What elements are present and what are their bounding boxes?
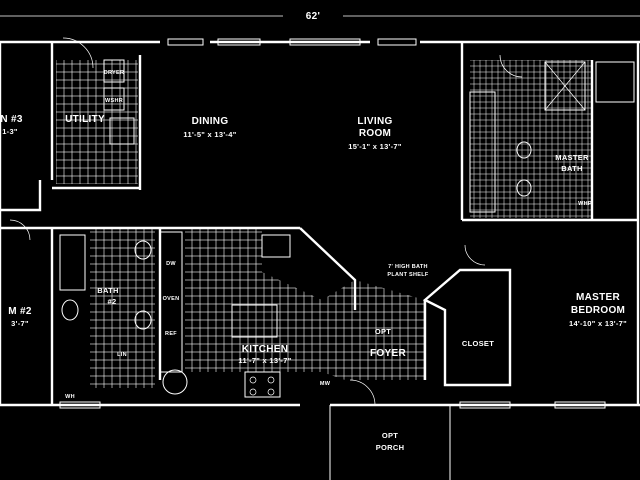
svg-text:11'-5" x 13'-4": 11'-5" x 13'-4" — [183, 130, 236, 139]
interior-walls — [0, 42, 638, 405]
svg-text:CLOSET: CLOSET — [462, 339, 494, 348]
room-label-dining: DINING 11'-5" x 13'-4" — [183, 116, 236, 139]
overall-dimension: 62' — [0, 11, 640, 22]
appliance-tags: DRYER WSHR DW REF OVEN LIN WH MW WHP — [65, 70, 592, 400]
bath2-tile — [90, 228, 155, 388]
room-label-utility: UTILITY — [65, 114, 105, 125]
svg-text:DW: DW — [166, 261, 176, 267]
svg-text:15'-1" x 13'-7": 15'-1" x 13'-7" — [348, 142, 402, 151]
foyer-tile — [322, 280, 425, 380]
svg-text:11'-7" x 13'-7": 11'-7" x 13'-7" — [238, 356, 291, 365]
kitchen-tile — [185, 228, 322, 372]
room-label-closet: CLOSET — [462, 339, 494, 348]
svg-text:OPT: OPT — [375, 327, 391, 336]
porch: OPT PORCH — [329, 405, 451, 480]
svg-text:KITCHEN: KITCHEN — [242, 344, 289, 355]
plant-shelf-note: 7' HIGH BATH PLANT SHELF — [387, 264, 429, 278]
svg-text:DRYER: DRYER — [104, 70, 125, 76]
svg-text:OVEN: OVEN — [163, 296, 180, 302]
svg-text:14'-10" x 13'-7": 14'-10" x 13'-7" — [569, 319, 627, 328]
svg-text:REF: REF — [165, 331, 177, 337]
master-bath-tile — [470, 60, 592, 218]
room-label-master-bedroom: MASTER BEDROOM 14'-10" x 13'-7" — [569, 292, 627, 328]
svg-text:M #2: M #2 — [8, 306, 32, 317]
room-label-bath2: BATH #2 — [97, 286, 118, 306]
svg-text:WHP: WHP — [578, 201, 592, 207]
svg-text:62': 62' — [306, 11, 320, 22]
svg-text:BATH: BATH — [561, 164, 582, 173]
svg-text:3'-7": 3'-7" — [11, 319, 29, 328]
svg-text:7' HIGH BATH: 7' HIGH BATH — [388, 264, 428, 270]
svg-text:LIVING: LIVING — [357, 116, 392, 127]
svg-text:MASTER: MASTER — [555, 153, 589, 162]
svg-text:WSHR: WSHR — [105, 98, 123, 104]
svg-text:BEDROOM: BEDROOM — [571, 305, 625, 316]
svg-text:ROOM: ROOM — [359, 128, 391, 139]
svg-text:1-3": 1-3" — [2, 127, 18, 136]
svg-text:PORCH: PORCH — [376, 443, 405, 452]
room-label-bedroom2: M #2 3'-7" — [8, 306, 32, 328]
room-label-living: LIVING ROOM 15'-1" x 13'-7" — [348, 116, 402, 151]
svg-text:MW: MW — [320, 381, 331, 387]
svg-text:IN #3: IN #3 — [0, 114, 23, 125]
svg-text:FOYER: FOYER — [370, 348, 406, 359]
room-label-master-bath: MASTER BATH — [555, 153, 589, 173]
exterior-walls — [0, 38, 640, 409]
room-label-kitchen: KITCHEN 11'-7" x 13'-7" — [238, 344, 291, 365]
room-label-bedroom3: IN #3 1-3" — [0, 114, 23, 136]
svg-text:WH: WH — [65, 394, 75, 400]
svg-text:OPT: OPT — [382, 431, 398, 440]
svg-text:PLANT SHELF: PLANT SHELF — [387, 272, 429, 278]
svg-text:LIN: LIN — [117, 352, 127, 358]
room-label-foyer: OPT FOYER — [370, 327, 406, 359]
fixtures — [9, 37, 635, 406]
svg-text:DINING: DINING — [192, 116, 229, 127]
svg-text:UTILITY: UTILITY — [65, 114, 105, 125]
svg-text:#2: #2 — [108, 297, 117, 306]
svg-text:MASTER: MASTER — [576, 292, 620, 303]
svg-text:BATH: BATH — [97, 286, 118, 295]
